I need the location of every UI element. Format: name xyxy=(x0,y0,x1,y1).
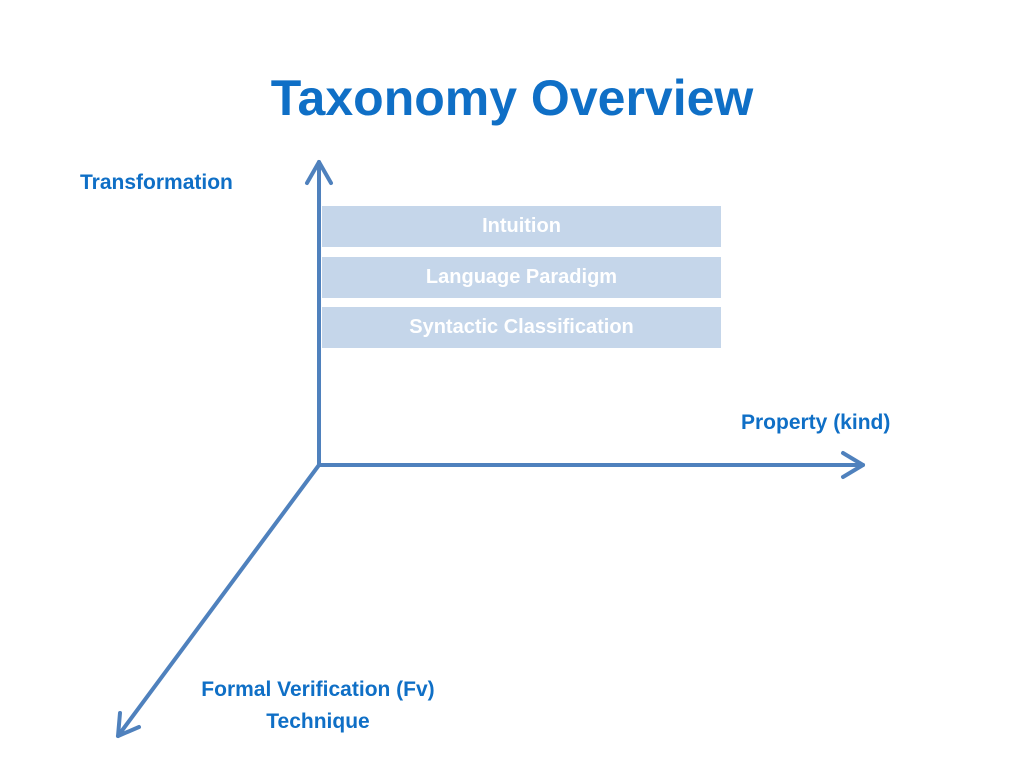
slide-title: Taxonomy Overview xyxy=(270,70,754,126)
diagonal-axis-label-line-1: Formal Verification (Fv) xyxy=(201,678,435,701)
diagonal-axis-label: Formal Verification (Fv) Technique xyxy=(168,674,468,738)
diagonal-axis xyxy=(116,463,321,738)
horizontal-axis-arrowhead xyxy=(841,451,865,479)
diagonal-axis-arrowhead xyxy=(116,711,141,738)
language-paradigm-box: Language Paradigm xyxy=(322,257,721,298)
horizontal-axis-label: Property (kind) xyxy=(741,411,891,434)
diagonal-axis-label-line-2: Technique xyxy=(266,710,370,733)
vertical-axis-label: Transformation xyxy=(80,171,233,194)
syntactic-classification-box: Syntactic Classification xyxy=(322,307,721,348)
intuition-box: Intuition xyxy=(322,206,721,247)
vertical-axis-arrowhead xyxy=(305,160,333,185)
